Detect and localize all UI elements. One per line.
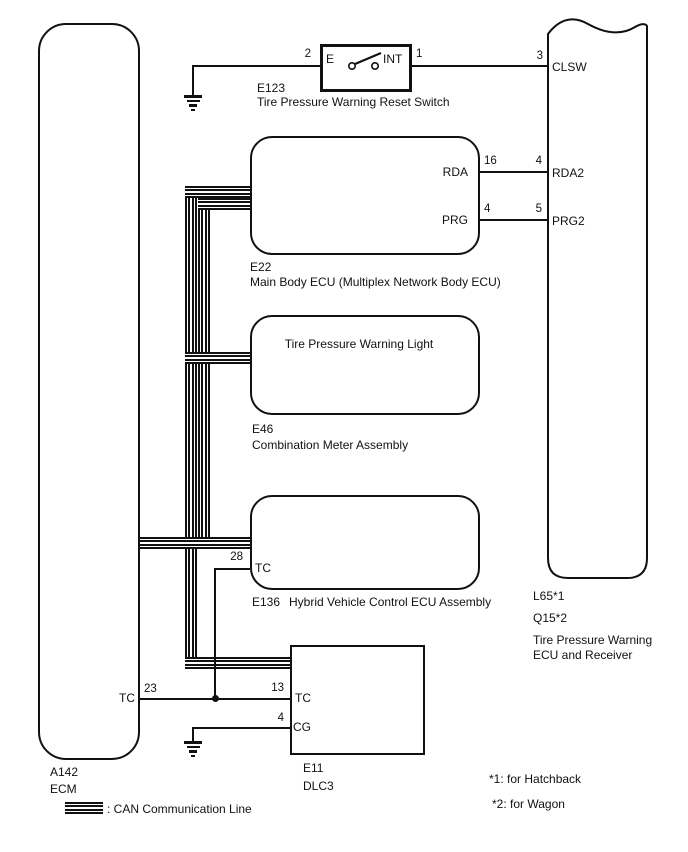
component-id: E22	[250, 260, 272, 274]
wire-hvecu-tc-stub	[214, 568, 250, 570]
legend-label: : CAN Communication Line	[107, 802, 252, 816]
terminal-label: CG	[293, 720, 311, 734]
ground-icon	[184, 741, 202, 757]
hv-ecu-box	[250, 495, 480, 590]
pin-number: 28	[230, 551, 243, 563]
dlc3-box	[290, 645, 425, 755]
terminal-label: INT	[383, 52, 403, 66]
reset-switch-box	[320, 44, 412, 92]
component-id: E136	[252, 595, 281, 609]
can-trunk-inner	[198, 198, 210, 549]
can-trunk-outer	[185, 186, 197, 669]
terminal-label: RDA	[442, 165, 468, 179]
ecm-box	[38, 23, 140, 760]
ground-icon	[184, 95, 202, 111]
pin-number: 2	[304, 48, 311, 60]
component-name: DLC3	[303, 779, 334, 793]
terminal-label: TC	[255, 561, 271, 575]
wire-hvecu-tc-drop	[214, 568, 216, 700]
wire-ground-stem-top	[192, 65, 194, 95]
main-body-ecu-box	[250, 136, 480, 255]
wire-ground-to-switch	[193, 65, 320, 67]
note-wagon: *2: for Wagon	[492, 797, 565, 811]
can-branch-e22-outer	[185, 186, 250, 198]
can-branch-e46	[185, 352, 250, 364]
wire-cg	[193, 727, 290, 729]
can-branch-dlc3	[185, 657, 290, 669]
pin-number: 23	[144, 683, 157, 695]
component-name: ECM	[50, 782, 77, 796]
component-name: Hybrid Vehicle Control ECU Assembly	[289, 595, 492, 609]
terminal-label: TC	[295, 691, 311, 705]
component-id: E46	[252, 422, 274, 436]
component-name: Main Body ECU (Multiplex Network Body EC…	[250, 275, 501, 289]
wire-prg-to-prg2	[480, 219, 548, 221]
wire-rda-to-rda2	[480, 171, 548, 173]
terminal-label: E	[326, 52, 335, 66]
pin-number: 4	[535, 155, 542, 167]
terminal-label: RDA2	[552, 166, 585, 180]
component-name: Tire Pressure Warning Reset Switch	[257, 95, 450, 109]
component-name: Combination Meter Assembly	[252, 438, 409, 452]
wire-junction-dot	[212, 695, 219, 702]
component-id: L65*1	[533, 589, 565, 603]
pin-number: 3	[536, 50, 543, 62]
wire-switch-to-clsw	[412, 65, 548, 67]
terminal-label: PRG	[441, 213, 468, 227]
combination-meter-box	[250, 315, 480, 415]
terminal-label: PRG2	[552, 214, 585, 228]
receiver-outline	[547, 18, 648, 579]
component-name: Tire Pressure Warning	[533, 633, 653, 647]
pin-number: 1	[416, 48, 423, 60]
wire-cg-stem	[192, 727, 194, 741]
component-name: ECU and Receiver	[533, 648, 633, 662]
pin-number: 16	[484, 155, 497, 167]
pin-number: 4	[484, 203, 491, 215]
pin-number: 5	[535, 203, 542, 215]
switch-contact-icon	[348, 51, 382, 71]
terminal-label: CLSW	[552, 60, 587, 74]
can-line-legend-icon	[65, 802, 103, 814]
terminal-label: TC	[119, 691, 135, 705]
pin-number: 4	[277, 712, 284, 724]
indicator-label: Tire Pressure Warning Light	[284, 337, 434, 351]
note-hatchback: *1: for Hatchback	[489, 772, 582, 786]
can-branch-ecm-e136	[140, 537, 250, 549]
component-id: A142	[50, 765, 79, 779]
pin-number: 13	[271, 682, 284, 694]
component-id: E123	[257, 81, 286, 95]
component-id: Q15*2	[533, 611, 568, 625]
can-branch-e22-inner	[198, 198, 250, 210]
component-id: E11	[303, 761, 324, 775]
